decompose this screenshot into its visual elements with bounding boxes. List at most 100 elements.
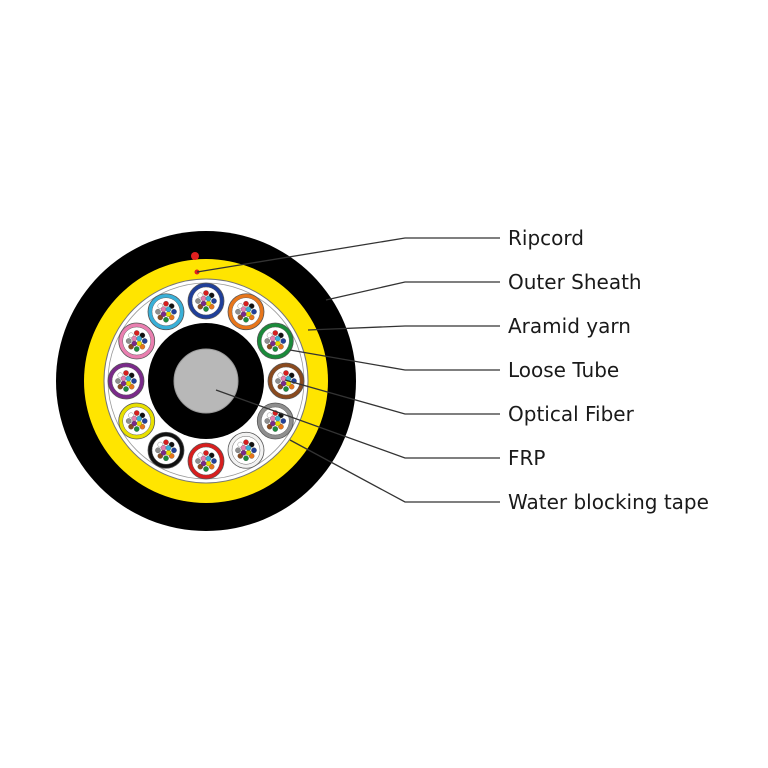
optical-fiber [163, 316, 169, 323]
optical-fiber [136, 340, 142, 347]
optical-fiber [240, 311, 247, 317]
optical-fiber [136, 415, 142, 422]
optical-fiber [133, 426, 140, 432]
label-optical-fiber: Optical Fiber [508, 402, 635, 426]
optical-fiber [245, 450, 252, 456]
optical-fiber [171, 447, 177, 454]
leader-water-blocking-tape [289, 439, 500, 503]
loose-tube [256, 322, 294, 360]
optical-fiber [120, 380, 127, 387]
optical-fiber [251, 447, 257, 454]
optical-fiber [131, 378, 137, 384]
optical-fiber [131, 415, 137, 422]
optical-fiber [243, 316, 249, 323]
optical-fiber [163, 439, 169, 446]
loose-tube [256, 402, 294, 440]
label-water-blocking-tape: Water blocking tape [508, 490, 709, 514]
leader-optical-fiber [284, 379, 500, 415]
optical-fiber [123, 370, 129, 376]
optical-fiber [280, 380, 287, 387]
optical-fiber [120, 375, 127, 382]
loose-tube [227, 431, 265, 469]
optical-fiber [125, 380, 132, 387]
optical-fiber [275, 415, 281, 422]
loose-tube [187, 282, 225, 320]
loose-tube [187, 442, 225, 480]
optical-fiber [165, 450, 172, 456]
callout-labels: Ripcord Outer Sheath Aramid yarn Loose T… [508, 226, 709, 514]
optical-fiber [280, 338, 287, 344]
optical-fiber [270, 420, 276, 427]
optical-fiber [115, 378, 121, 384]
optical-fiber [131, 340, 137, 347]
optical-fiber [171, 308, 177, 315]
optical-fiber [270, 415, 276, 422]
optical-fiber [141, 418, 148, 424]
optical-fiber [131, 335, 137, 342]
optical-fiber [133, 330, 140, 336]
optical-fiber [245, 445, 252, 451]
loose-tube-group [107, 282, 305, 480]
optical-fiber [155, 447, 161, 454]
optical-fiber [272, 426, 279, 432]
optical-fiber [251, 308, 257, 315]
leader-frp [215, 389, 500, 459]
loose-tube [147, 293, 185, 331]
optical-fiber [165, 306, 172, 312]
optical-fiber [245, 306, 252, 312]
optical-fiber [245, 311, 252, 317]
optical-fiber [200, 295, 207, 302]
optical-fiber [203, 290, 209, 296]
optical-fiber [136, 335, 142, 342]
loose-tube [267, 362, 305, 400]
optical-fiber [160, 306, 167, 312]
loose-tube [107, 362, 145, 400]
optical-fiber [235, 447, 241, 454]
optical-fiber [136, 420, 142, 427]
loose-tube [227, 293, 265, 331]
optical-fiber [163, 455, 169, 462]
optical-fiber [205, 455, 212, 462]
optical-fiber [235, 308, 241, 315]
optical-fiber [270, 335, 276, 342]
optical-fiber [160, 445, 167, 451]
optical-fiber [205, 460, 212, 467]
optical-fiber [163, 300, 169, 307]
callout-leader-lines [196, 237, 500, 503]
optical-fiber [200, 455, 207, 462]
optical-fiber [264, 338, 271, 344]
optical-fiber [195, 298, 201, 304]
optical-fiber [125, 338, 132, 344]
optical-fiber [240, 450, 247, 456]
optical-fiber [275, 378, 281, 384]
loose-tube [147, 431, 185, 469]
optical-fiber [275, 340, 281, 347]
optical-fiber [240, 306, 247, 312]
optical-fiber [125, 375, 132, 382]
optical-fiber [203, 450, 209, 456]
label-aramid-yarn: Aramid yarn [508, 314, 631, 338]
optical-fiber [272, 346, 279, 352]
optical-fiber [211, 458, 217, 464]
label-ripcord: Ripcord [508, 226, 584, 250]
leader-outer-sheath [325, 281, 500, 301]
leader-aramid-yarn [307, 325, 500, 331]
optical-fiber [165, 445, 172, 451]
optical-fiber [165, 311, 172, 317]
optical-fiber [195, 458, 201, 464]
optical-fiber [243, 439, 249, 446]
leader-loose-tube [289, 349, 500, 371]
optical-fiber [203, 466, 209, 472]
optical-fiber [160, 311, 167, 317]
optical-fiber [205, 295, 212, 302]
cable-cross-section [56, 231, 356, 531]
frp-core [173, 348, 239, 414]
optical-fiber [264, 418, 271, 424]
leader-ripcord [196, 237, 500, 273]
optical-fiber [131, 420, 137, 427]
optical-fiber [211, 298, 217, 304]
optical-fiber [155, 308, 161, 315]
label-loose-tube: Loose Tube [508, 358, 619, 382]
optical-fiber [123, 386, 129, 392]
